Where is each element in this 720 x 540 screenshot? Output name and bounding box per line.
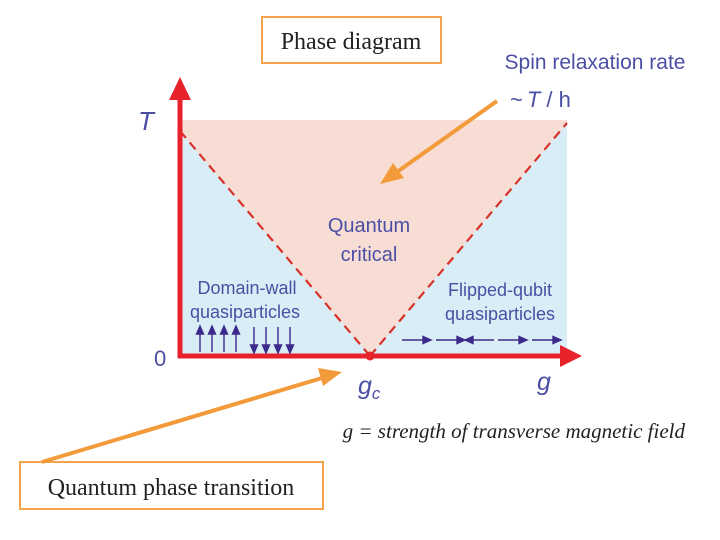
- quantum-critical-label-line2: critical: [341, 244, 398, 266]
- spin-relaxation-title: Spin relaxation rate: [505, 51, 686, 74]
- transition-pointer-arrowhead: [318, 368, 342, 386]
- domain-wall-spin-arrows: [195, 324, 295, 355]
- critical-coupling-label: gc: [358, 372, 381, 403]
- domain-wall-label-line1: Domain-wall: [197, 278, 296, 298]
- spin-rate-pointer-arrowhead: [380, 163, 404, 184]
- x-axis-arrowhead: [560, 345, 582, 367]
- right-crossover-line: [369, 122, 568, 357]
- x-axis-label: g: [537, 368, 551, 396]
- quantum-critical-point: [365, 351, 375, 361]
- flipped-qubit-label-line1: Flipped-qubit: [448, 280, 552, 300]
- y-axis-arrowhead: [169, 77, 191, 100]
- quantum-phase-transition-box: [19, 461, 324, 510]
- quantum-critical-label-line1: Quantum: [328, 215, 410, 237]
- quantum-phase-transition-label: Quantum phase transition: [48, 475, 295, 501]
- origin-label: 0: [154, 346, 166, 371]
- y-axis-label: T: [138, 106, 156, 136]
- flipped-qubit-spin-arrows: [402, 335, 563, 345]
- quantum-critical-region: [180, 120, 567, 356]
- phase-diagram-title: Phase diagram: [281, 29, 422, 55]
- spin-relaxation-formula: ~T / h: [510, 87, 571, 112]
- flipped-qubit-label-line2: quasiparticles: [445, 304, 555, 324]
- domain-wall-label-line2: quasiparticles: [190, 302, 300, 322]
- left-crossover-line: [179, 130, 371, 357]
- transverse-field-caption: g = strength of transverse magnetic fiel…: [343, 419, 686, 443]
- transition-pointer-arrow: [41, 376, 323, 464]
- spin-rate-pointer-arrow: [395, 99, 499, 174]
- phase-diagram-title-box: [261, 16, 442, 64]
